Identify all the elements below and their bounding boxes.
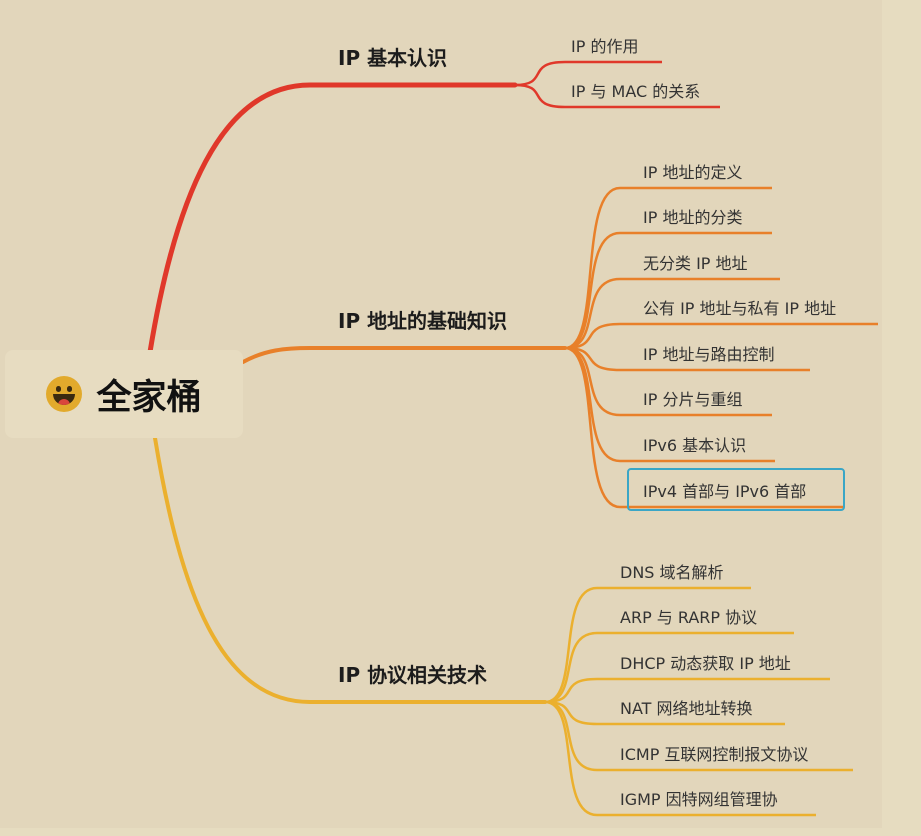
child-connector: [544, 586, 751, 704]
subtopic-node[interactable]: IP 地址的定义: [643, 163, 743, 182]
subtopic-node[interactable]: ARP 与 RARP 协议: [620, 608, 758, 627]
subtopic-node[interactable]: IP 的作用: [571, 37, 639, 56]
subtopic-node[interactable]: IP 地址与路由控制: [643, 345, 775, 364]
child-connector: [564, 346, 810, 372]
child-connector: [544, 631, 794, 704]
subtopic-node[interactable]: 无分类 IP 地址: [643, 254, 748, 273]
subtopic-node[interactable]: IPv6 基本认识: [643, 436, 747, 455]
child-connector: [544, 677, 830, 704]
child-connector: [564, 346, 843, 509]
child-connector: [544, 700, 816, 817]
topic-ip-address-basics[interactable]: IP 地址的基础知识: [338, 309, 508, 333]
child-connector: [564, 277, 780, 350]
branch-line-1: [147, 82, 518, 355]
subtopic-node[interactable]: 公有 IP 地址与私有 IP 地址: [643, 299, 837, 318]
child-connector: [564, 231, 772, 350]
subtopic-node[interactable]: IP 地址的分类: [643, 208, 743, 227]
subtopic-node[interactable]: IP 与 MAC 的关系: [571, 82, 701, 101]
subtopic-node[interactable]: ICMP 互联网控制报文协议: [620, 745, 809, 764]
subtopic-node[interactable]: DNS 域名解析: [620, 563, 724, 582]
child-connector: [514, 60, 662, 87]
topic-ip-related-tech[interactable]: IP 协议相关技术: [338, 663, 488, 687]
subtopic-node[interactable]: NAT 网络地址转换: [620, 699, 753, 718]
subtopic-node[interactable]: DHCP 动态获取 IP 地址: [620, 654, 791, 673]
subtopic-node[interactable]: IPv4 首部与 IPv6 首部: [643, 482, 807, 501]
child-connector: [564, 322, 878, 350]
root-node[interactable]: 全家桶: [5, 350, 243, 438]
child-connector: [564, 186, 772, 350]
subtopic-node[interactable]: IP 分片与重组: [643, 390, 743, 409]
connector-lines: [147, 60, 878, 817]
mindmap-canvas: 全家桶 IP 基本认识 IP 地址的基础知识 IP 协议相关技术 IP 的作用 I…: [5, 37, 878, 817]
grinning-face-icon: [46, 376, 83, 412]
branch-line-3: [153, 436, 547, 704]
root-title: 全家桶: [96, 377, 202, 418]
child-connector: [544, 700, 785, 726]
subtopic-node[interactable]: IGMP 因特网组管理协: [620, 790, 778, 809]
branch-line-2: [241, 346, 567, 364]
topic-ip-basics[interactable]: IP 基本认识: [338, 46, 448, 70]
child-connector: [564, 346, 772, 417]
selection-highlight: [627, 468, 845, 511]
child-connector: [514, 83, 720, 109]
